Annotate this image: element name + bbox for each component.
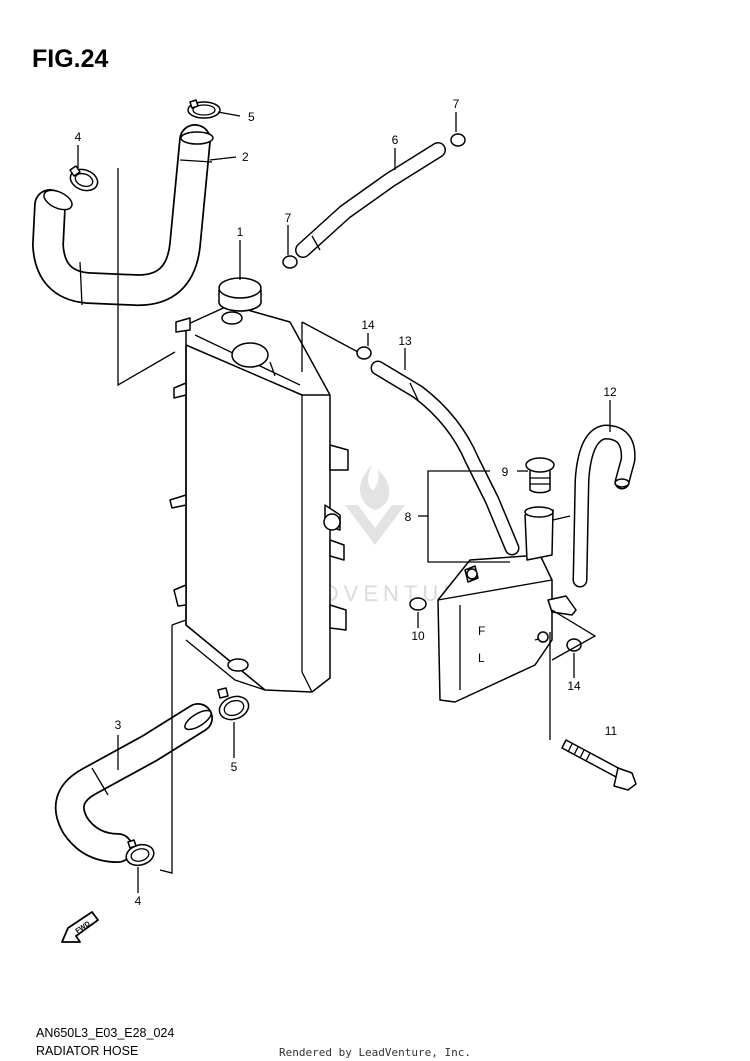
callout-12: 12 (603, 385, 617, 399)
low-mark: L (478, 651, 485, 665)
hose-clamp[interactable] (124, 839, 156, 868)
callout-11: 11 (605, 724, 618, 738)
callout-4-upper: 4 (75, 130, 82, 144)
callout-8: 8 (405, 510, 412, 524)
hose-clamp[interactable] (187, 99, 221, 119)
rendered-by-footer: Rendered by LeadVenture, Inc. (278, 1046, 472, 1059)
leader-lines (77, 111, 611, 893)
radiator-cap[interactable] (218, 277, 262, 312)
hose-clamp[interactable] (67, 165, 100, 194)
small-clamp[interactable] (282, 133, 582, 652)
callout-14-lower: 14 (567, 679, 581, 693)
callout-5-upper: 5 (248, 110, 255, 124)
callout-7-lower: 7 (285, 211, 292, 225)
callout-3: 3 (115, 718, 122, 732)
callout-1: 1 (237, 225, 244, 239)
callout-13: 13 (398, 334, 412, 348)
callout-6: 6 (392, 133, 399, 147)
model-code: AN650L3_E03_E28_024 (36, 1026, 175, 1040)
full-mark: F (478, 624, 485, 638)
callout-5-lower: 5 (231, 760, 238, 774)
cushion[interactable] (409, 597, 427, 611)
callout-4-lower: 4 (135, 894, 142, 908)
reservoir-hose[interactable] (370, 360, 520, 556)
overflow-hose[interactable] (572, 424, 636, 588)
upper-radiator-hose[interactable] (32, 124, 214, 307)
callout-10: 10 (411, 629, 425, 643)
reservoir-cap[interactable] (525, 457, 555, 494)
callout-numbers: 1 2 3 4 4 5 5 6 7 7 8 9 10 11 12 13 14 1… (75, 97, 618, 908)
callout-9: 9 (502, 465, 509, 479)
mounting-bolt[interactable] (561, 739, 637, 791)
callout-2: 2 (242, 150, 249, 164)
callout-7-upper: 7 (453, 97, 460, 111)
figure-title: FIG.24 (32, 45, 109, 73)
radiator[interactable] (169, 304, 349, 693)
lower-radiator-hose[interactable] (54, 703, 214, 863)
reservoir-tank[interactable]: F L (437, 506, 577, 703)
callout-14-upper: 14 (361, 318, 375, 332)
hose-clamp[interactable] (216, 687, 252, 723)
section-name: RADIATOR HOSE (36, 1044, 139, 1058)
breather-hose[interactable] (295, 142, 446, 258)
fwd-arrow-icon: FWD (61, 911, 99, 943)
